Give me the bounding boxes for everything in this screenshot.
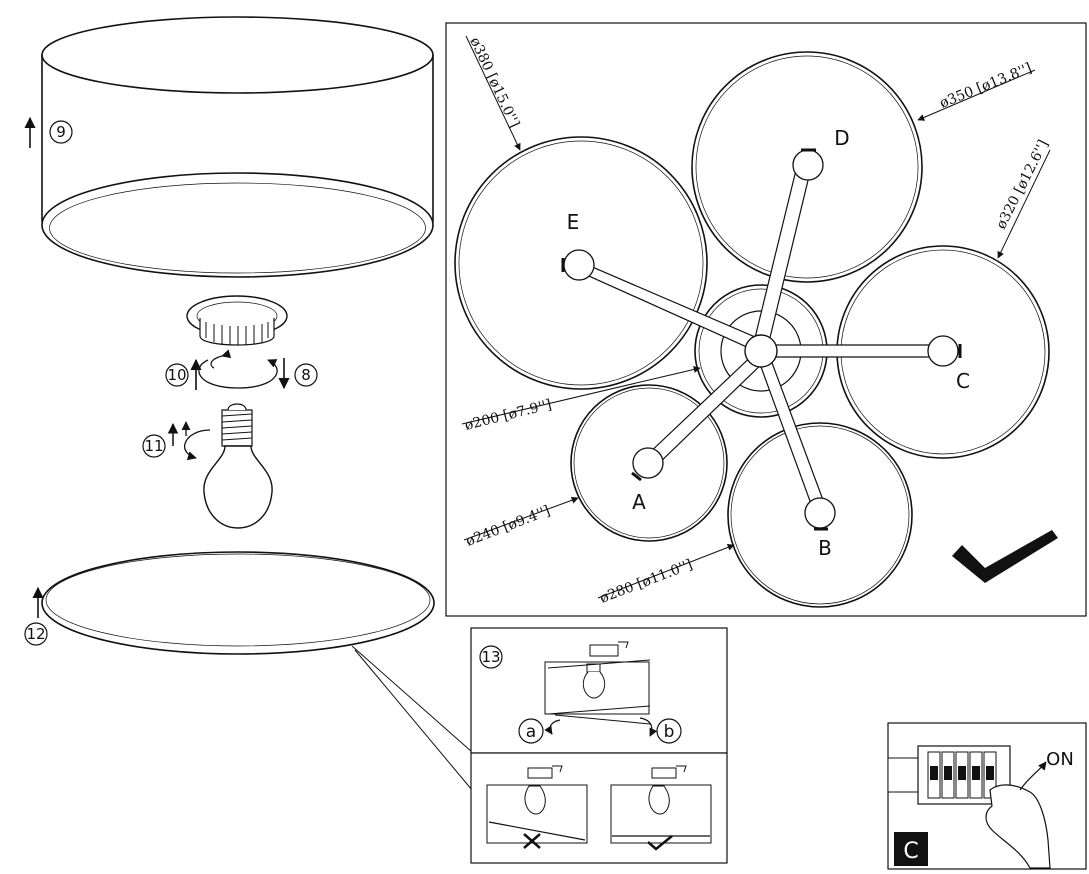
dimension-leader [597,544,735,599]
wrong-alignment-figure [486,765,588,849]
checkmark-icon [952,530,1058,583]
section-c-badge [894,832,928,866]
hand-icon [985,784,1051,869]
breaker-panel: ON C [887,722,1087,870]
step-10-number: 10 [167,366,186,384]
shade-layout-panel: E D C A B ø380 [ø15.0''] ø350 [ø13.8''] … [445,22,1087,617]
rotate-arrow-icon [1019,761,1047,791]
shade-b-circle [727,422,913,608]
step-13-number: 13 [481,648,500,666]
step-11-marker: 11 [142,421,211,461]
dimension-leader [461,366,701,425]
diffuser-plate [41,551,435,655]
step-12-number: 12 [26,625,45,643]
dimension-leader [917,69,1036,121]
correct-alignment-figure [610,765,712,851]
dimension-leader [997,149,1051,259]
step-10-marker: 10 [165,358,202,390]
alignment-comparison-panel [470,752,728,864]
shade-a-label: A [632,490,646,514]
step-9-marker: 9 [24,116,73,148]
section-c-label: C [903,839,918,864]
light-bulb [203,403,273,529]
shade-a-circle [570,384,728,542]
fixing-ring [186,295,288,346]
step-13-panel: 13 a b [470,627,728,754]
detail-leader-line [354,649,473,791]
step-12-marker: 12 [24,586,48,646]
dimension-leader [465,35,521,151]
sub-step-a-label: a [526,722,536,742]
checkmark-icon [647,835,673,851]
step-11-number: 11 [144,437,163,455]
breaker-on-label: ON [1046,749,1074,770]
rotate-arrow-icon [184,429,211,461]
drum-shade [41,16,434,278]
shade-c-label: C [956,369,970,393]
breaker-switches [927,751,997,799]
shade-e-label: E [567,210,580,234]
step-8-marker: 8 [278,358,318,390]
rotate-arrow-icon [198,349,278,389]
shade-d-circle [691,51,923,283]
shade-b-label: B [818,536,832,560]
detail-leader-line [351,645,473,753]
shade-e-circle [454,136,708,390]
step-9-number: 9 [56,123,66,141]
dimension-leader [463,496,579,541]
shade-d-label: D [834,126,849,150]
sub-step-b-label: b [664,722,675,742]
cross-icon [523,833,541,849]
step-8-number: 8 [301,366,311,384]
